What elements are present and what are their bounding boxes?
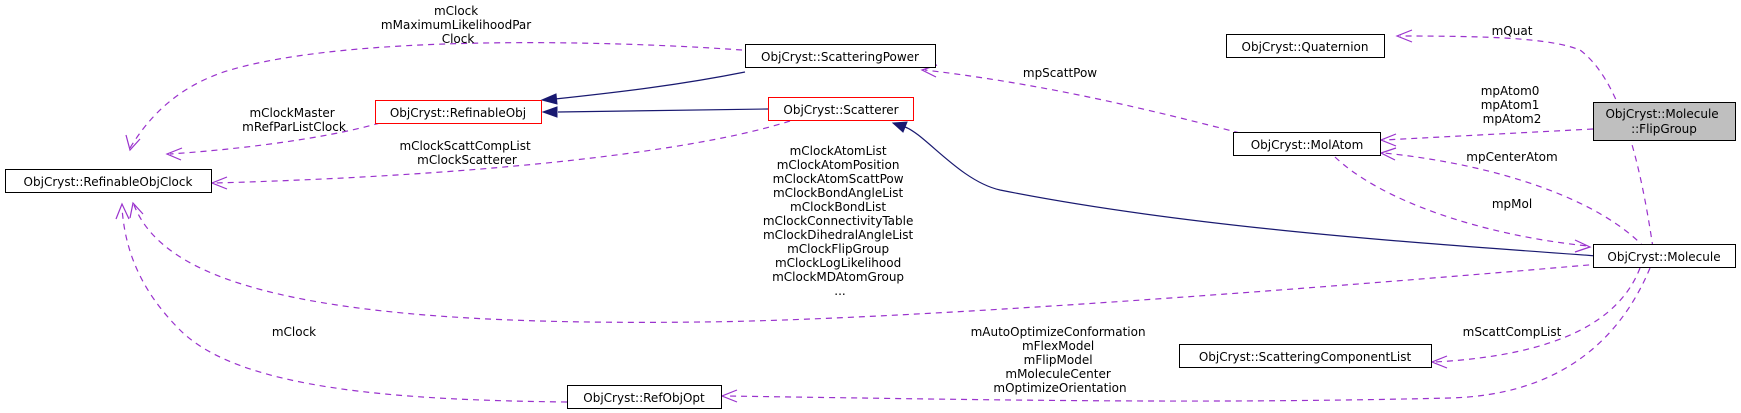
label-line: mClockConnectivityTable	[763, 214, 914, 228]
edge-label-molatom-molecule: mpMol	[1492, 197, 1532, 211]
label-line: mClockAtomPosition	[777, 158, 900, 172]
edge-label-molecule-molatom-center: mpCenterAtom	[1466, 150, 1557, 164]
node-molecule-flipgroup[interactable]: ObjCryst::Molecule ::FlipGroup	[1593, 102, 1736, 141]
node-label-line: ::FlipGroup	[1631, 122, 1697, 136]
arrow-refinableobj-clock	[165, 147, 183, 161]
node-mol-atom[interactable]: ObjCryst::MolAtom	[1233, 132, 1381, 156]
label-line: mClockBondList	[790, 200, 886, 214]
node-label: ObjCryst::MolAtom	[1251, 138, 1364, 152]
label-line: mClockAtomScattPow	[773, 172, 904, 186]
edge-flipgroup-molatom	[1383, 128, 1594, 141]
label-line: mpAtom1	[1481, 98, 1540, 112]
label-line: mClockAtomList	[790, 144, 887, 158]
edge-label-molecule-quaternion: mQuat	[1492, 24, 1533, 38]
edge-label-molecule-clock: mClockAtomList mClockAtomPosition mClock…	[763, 144, 917, 298]
edge-molecule-clock	[133, 204, 1601, 323]
label-line: mClockScatterer	[417, 153, 517, 167]
edge-molatom-scatteringpower	[924, 69, 1241, 134]
label-line: mFlexModel	[1022, 339, 1094, 353]
edge-label-flipgroup-molatom: mpAtom0 mpAtom1 mpAtom2	[1481, 84, 1544, 126]
edge-scatteringpower-clock	[129, 42, 743, 149]
node-scatterer[interactable]: ObjCryst::Scatterer	[768, 97, 914, 121]
label-line: mQuat	[1492, 24, 1533, 38]
edge-label-scatterer-clock: mClockScattCompList mClockScatterer	[399, 139, 534, 167]
label-line: mClock	[434, 4, 478, 18]
arrow-scatteringpower-refinableobj	[540, 93, 558, 105]
label-line: mRefParListClock	[242, 120, 346, 134]
arrow-molatom-molecule	[1574, 239, 1592, 253]
node-label: ObjCryst::RefinableObjClock	[24, 175, 193, 189]
arrow-molecule-clock	[129, 201, 144, 219]
node-scattering-power[interactable]: ObjCryst::ScatteringPower	[745, 44, 936, 68]
node-label: ObjCryst::ScatteringPower	[761, 50, 919, 64]
edge-refinableobj-clock	[169, 122, 381, 155]
label-line: mClock	[272, 325, 316, 339]
arrow-molecule-scatterer	[891, 121, 908, 133]
node-label: ObjCryst::Molecule ::FlipGroup	[1605, 107, 1722, 136]
edge-refobjopt-clock	[121, 207, 568, 403]
node-refinable-obj[interactable]: ObjCryst::RefinableObj	[375, 100, 542, 124]
edge-molatom-molecule	[1334, 156, 1589, 247]
node-molecule[interactable]: ObjCryst::Molecule	[1593, 244, 1736, 268]
edge-scatterer-clock	[214, 120, 791, 184]
label-line: mpMol	[1492, 197, 1532, 211]
arrow-refobjopt-clock	[115, 202, 130, 220]
arrow-scatteringpower-clock	[125, 134, 141, 152]
edge-label-molecule-scattcomp: mScattCompList	[1463, 325, 1562, 339]
edge-label-molatom-scatteringpower: mpScattPow	[1023, 66, 1097, 80]
label-line: ...	[834, 284, 845, 298]
label-line: mClockScattCompList	[399, 139, 531, 153]
edge-molecule-scatterer	[904, 126, 1598, 257]
edge-scatterer-refinableobj	[557, 108, 769, 113]
label-line: mClockMDAtomGroup	[772, 270, 904, 284]
label-line: mpScattPow	[1023, 66, 1097, 80]
node-label: ObjCryst::Scatterer	[783, 103, 898, 117]
edge-molecule-quaternion	[1399, 35, 1654, 249]
label-line: Clock	[442, 32, 475, 46]
node-scattering-component-list[interactable]: ObjCryst::ScatteringComponentList	[1179, 344, 1432, 368]
label-line: mClockLogLikelihood	[775, 256, 901, 270]
node-label: ObjCryst::ScatteringComponentList	[1199, 350, 1412, 364]
label-line: mAutoOptimizeConformation	[971, 325, 1146, 339]
label-line: mClockMaster	[249, 106, 334, 120]
node-refinable-obj-clock[interactable]: ObjCryst::RefinableObjClock	[5, 169, 212, 193]
node-label-line: ObjCryst::Molecule	[1605, 107, 1718, 121]
edge-molecule-molatom-center	[1383, 152, 1646, 249]
label-line: mClockBondAngleList	[773, 186, 904, 200]
label-line: mpAtom0	[1481, 84, 1540, 98]
label-line: mMoleculeCenter	[1005, 367, 1110, 381]
label-line: mOptimizeOrientation	[993, 381, 1126, 395]
label-line: mFlipModel	[1024, 353, 1093, 367]
node-label: ObjCryst::Quaternion	[1242, 40, 1369, 54]
label-line: mMaximumLikelihoodPar	[381, 18, 531, 32]
edge-label-refinableobj-clock: mClockMaster mRefParListClock	[242, 106, 346, 134]
arrow-scatterer-refinableobj	[541, 106, 558, 118]
node-label: ObjCryst::RefinableObj	[390, 106, 526, 120]
node-ref-obj-opt[interactable]: ObjCryst::RefObjOpt	[567, 385, 722, 409]
arrow-molecule-quaternion	[1395, 29, 1413, 43]
edge-molecule-scattcomp	[1434, 267, 1641, 363]
edge-label-refobjopt-clock: mClock	[272, 325, 316, 339]
label-line: mClockDihedralAngleList	[763, 228, 914, 242]
label-line: mClockFlipGroup	[787, 242, 889, 256]
node-label: ObjCryst::Molecule	[1607, 250, 1720, 264]
label-line: mScattCompList	[1463, 325, 1562, 339]
label-line: mpCenterAtom	[1466, 150, 1557, 164]
edge-label-molecule-refobjopt: mAutoOptimizeConformation mFlexModel mFl…	[971, 325, 1150, 395]
node-quaternion[interactable]: ObjCryst::Quaternion	[1226, 34, 1385, 58]
node-label: ObjCryst::RefObjOpt	[583, 391, 705, 405]
label-line: mpAtom2	[1483, 112, 1542, 126]
edge-scatteringpower-refinableobj	[554, 71, 746, 100]
edge-label-scatteringpower-clock: mClock mMaximumLikelihoodPar Clock	[381, 4, 535, 46]
